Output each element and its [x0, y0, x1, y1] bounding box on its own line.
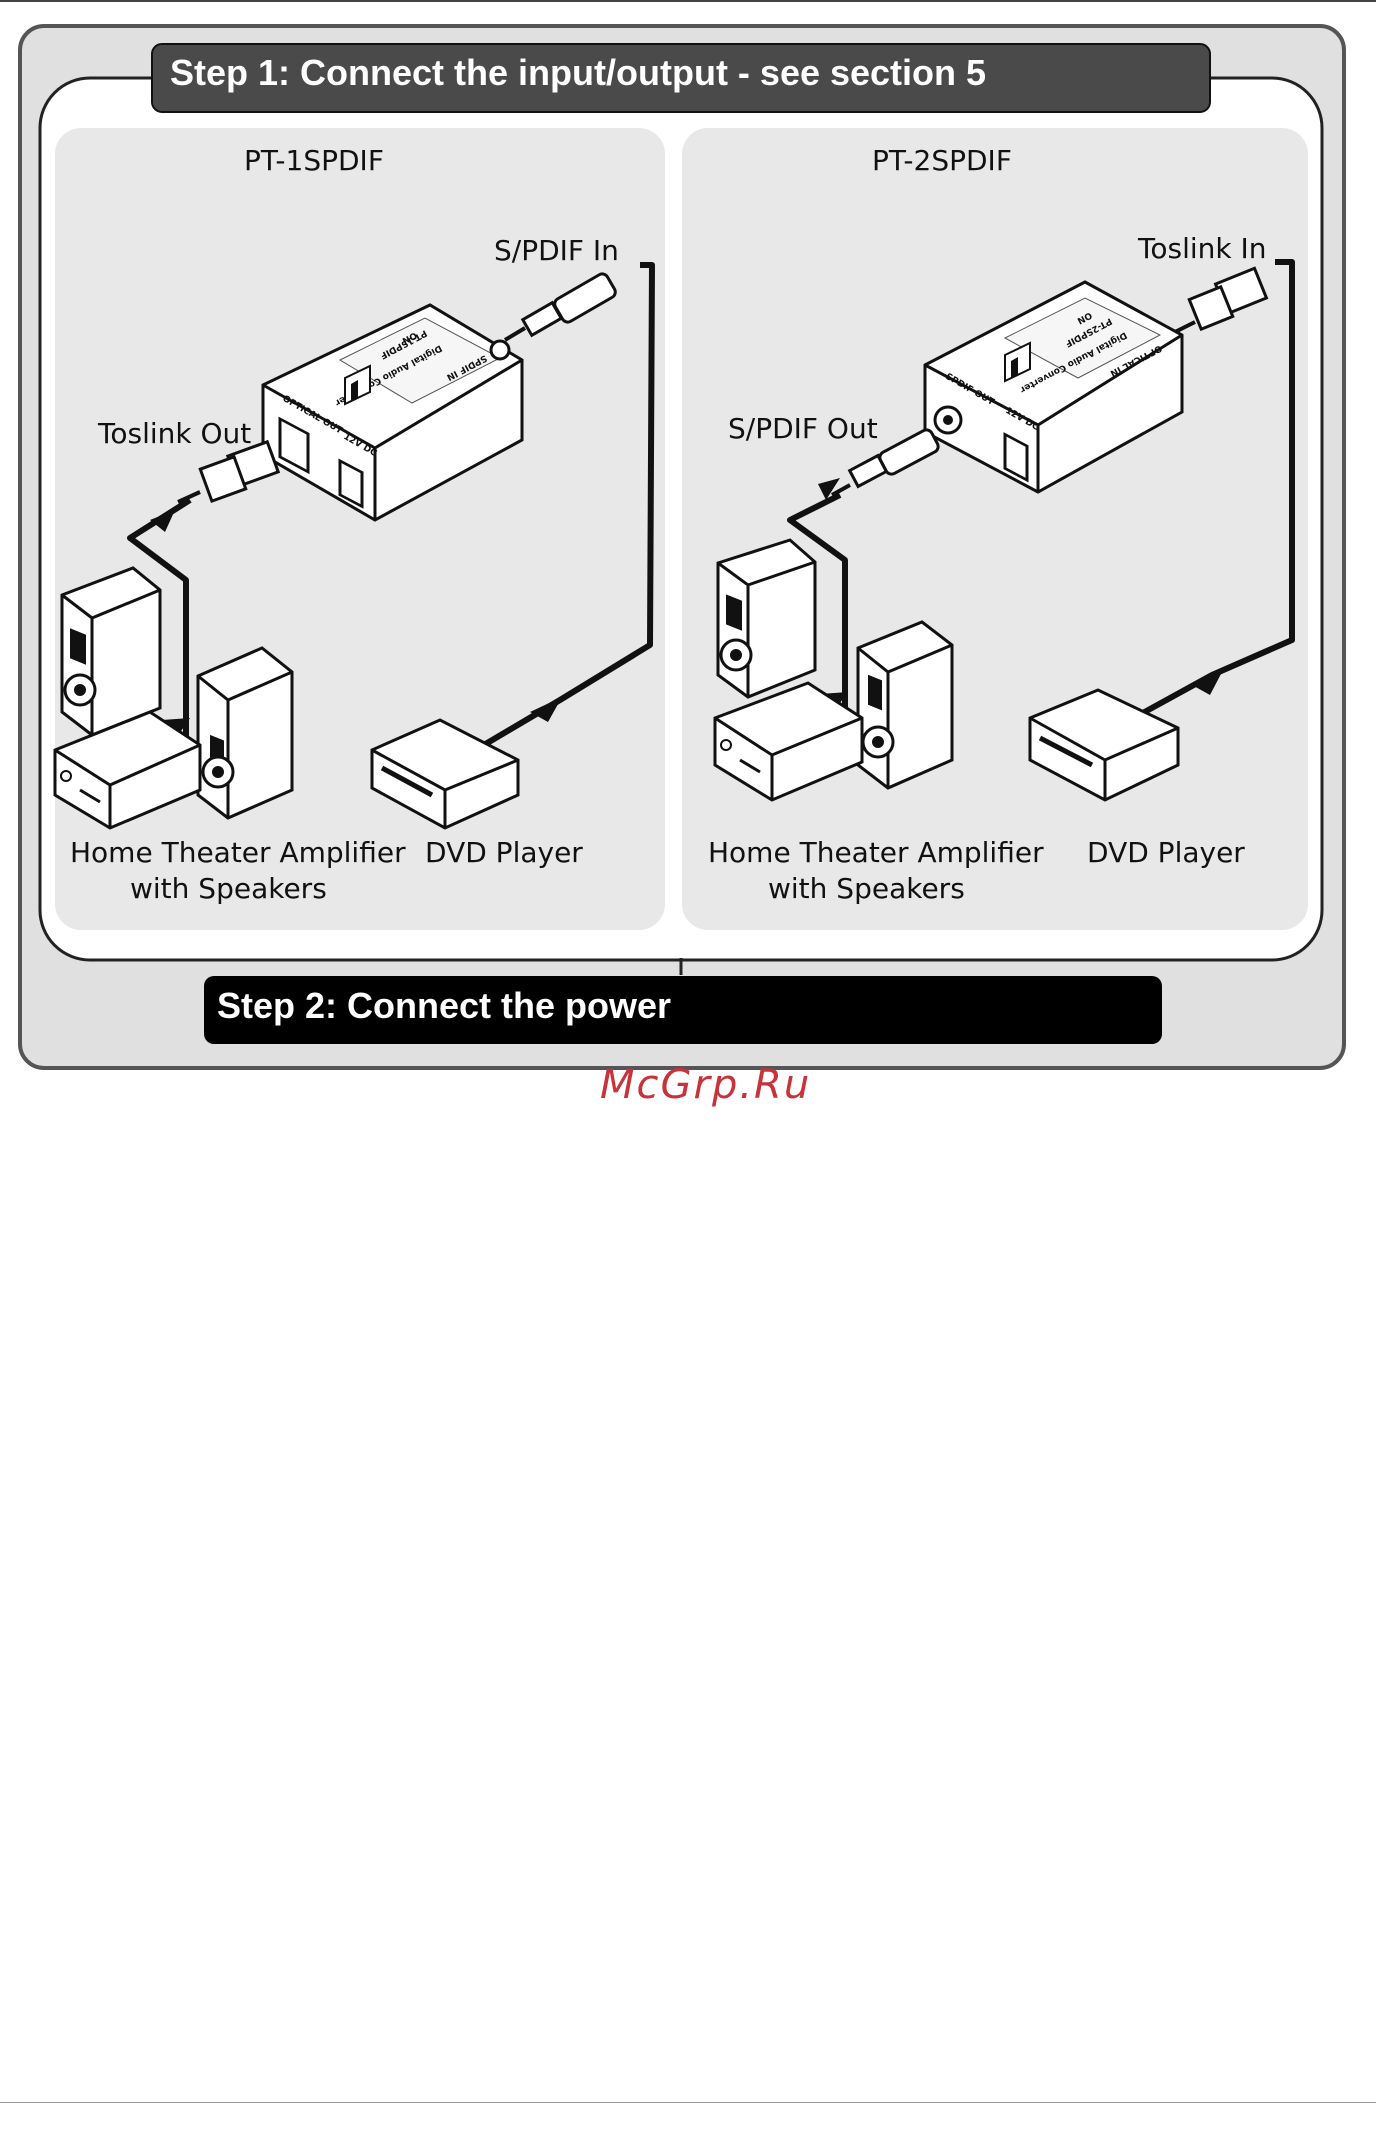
dc-jack-icon — [338, 458, 364, 509]
left-input-cable — [470, 262, 655, 755]
speaker-icon — [716, 538, 817, 699]
pt-2spdif-device: PT-2SPDIF Digital Audio Converter ON OPT… — [923, 280, 1184, 494]
brand-logo-icon — [344, 364, 371, 406]
speaker-icon — [196, 646, 294, 820]
dvd-player-icon — [1028, 688, 1180, 802]
left-source-label: DVD Player — [425, 836, 583, 869]
left-amp-label-2: with Speakers — [130, 872, 327, 905]
left-model-label: PT-1SPDIF — [244, 144, 384, 177]
dc-jack-icon — [1003, 432, 1029, 483]
toslink-plug-icon — [177, 439, 281, 504]
brand-logo-icon — [1004, 341, 1031, 383]
left-output-label: Toslink Out — [97, 417, 251, 450]
right-diagram: PT-2SPDIF Toslink In S/PDIF Out PT-2SPDI… — [708, 144, 1295, 905]
top-rule — [0, 0, 1376, 2]
speaker-icon — [856, 620, 954, 790]
watermark: McGrp.Ru — [600, 1062, 811, 1108]
left-output-arrow — [150, 510, 175, 532]
rca-plug-icon — [503, 272, 617, 342]
right-output-label: S/PDIF Out — [728, 412, 878, 445]
optical-port-icon — [278, 416, 310, 475]
right-source-label: DVD Player — [1087, 836, 1245, 869]
left-diagram: PT-1SPDIF S/PDIF In Toslink Out PT-1SPDI… — [53, 144, 655, 905]
rca-plug-icon — [831, 428, 940, 497]
step2-title: Step 2: Connect the power — [217, 985, 671, 1026]
right-input-cable — [1128, 259, 1295, 723]
amplifier-icon — [53, 710, 202, 830]
speaker-icon — [60, 566, 162, 737]
step1-header — [151, 43, 1211, 113]
pt-1spdif-device: PT-1SPDIF Digital Audio Converter ON SPD… — [261, 303, 524, 522]
right-amp-label-2: with Speakers — [768, 872, 965, 905]
step2-header — [204, 976, 1162, 1044]
right-amp-label-1: Home Theater Amplifier — [708, 836, 1044, 869]
step1-title: Step 1: Connect the input/output - see s… — [170, 52, 986, 93]
bottom-rule — [0, 2102, 1376, 2103]
left-input-label: S/PDIF In — [494, 234, 619, 267]
spdif-jack-icon — [489, 339, 511, 361]
dvd-player-icon — [370, 718, 520, 830]
left-amp-label-1: Home Theater Amplifier — [70, 836, 406, 869]
left-input-arrow — [530, 697, 562, 722]
right-input-arrow — [1192, 672, 1222, 695]
right-input-label: Toslink In — [1137, 232, 1267, 265]
right-output-arrow — [818, 478, 840, 500]
amplifier-icon — [713, 681, 864, 802]
right-model-label: PT-2SPDIF — [872, 144, 1012, 177]
toslink-plug-icon — [1174, 266, 1269, 334]
